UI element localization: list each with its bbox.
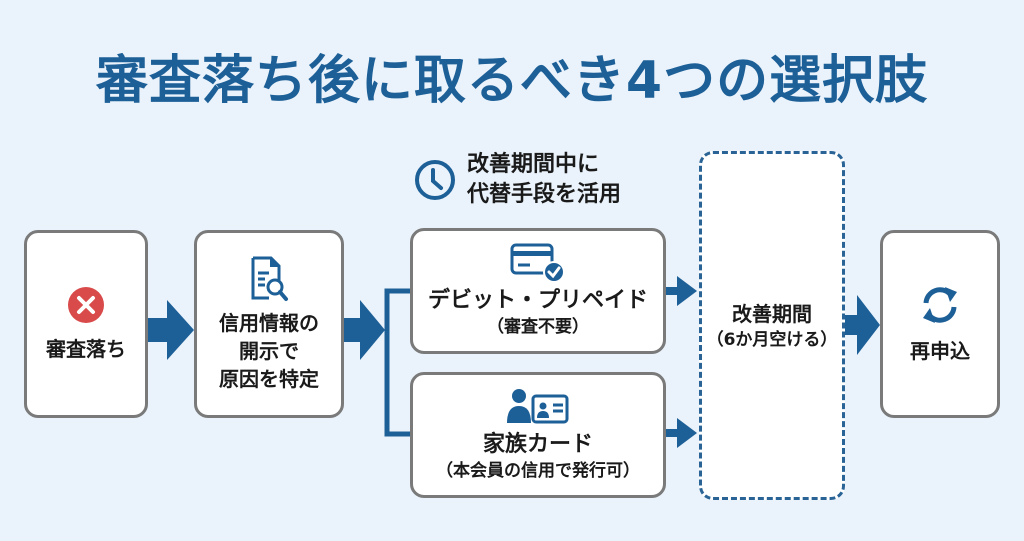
note-line-1: 改善期間中に bbox=[467, 152, 600, 177]
improvement-sub: （6か月空ける） bbox=[706, 329, 838, 350]
option-family-sub: （本会員の信用で発行可） bbox=[436, 461, 640, 481]
step-disclosure: 信用情報の 開示で 原因を特定 bbox=[194, 230, 344, 418]
improvement-note: 改善期間中に 代替手段を活用 bbox=[413, 150, 621, 210]
option-debit-prepaid: デビット・プリペイド （審査不要） bbox=[410, 228, 666, 354]
improvement-label: 改善期間 bbox=[732, 301, 812, 326]
page-title: 審査落ち後に取るべき4つの選択肢 bbox=[95, 51, 929, 111]
refresh-icon bbox=[923, 287, 957, 323]
branch-bracket bbox=[384, 288, 411, 437]
step-improvement-period: 改善期間 （6か月空ける） bbox=[699, 151, 845, 500]
step-disclosure-line-3: 原因を特定 bbox=[219, 367, 319, 391]
arrow-rejected-to-disclosure bbox=[148, 300, 194, 360]
arrow-disclosure-to-branch bbox=[344, 300, 385, 360]
clock-icon bbox=[415, 160, 455, 200]
step-reapply: 再申込 bbox=[880, 230, 1000, 418]
step-reapply-label: 再申込 bbox=[910, 339, 970, 363]
arrow-family-to-improvement bbox=[666, 418, 697, 448]
document-search-icon bbox=[251, 256, 288, 301]
step-disclosure-line-1: 信用情報の bbox=[219, 311, 319, 335]
option-family-card: 家族カード （本会員の信用で発行可） bbox=[410, 372, 666, 498]
card-check-icon bbox=[510, 243, 565, 283]
arrow-debit-to-improvement bbox=[666, 276, 697, 306]
x-circle-icon bbox=[68, 287, 104, 323]
arrow-improvement-to-reapply bbox=[845, 295, 880, 355]
step-disclosure-line-2: 開示で bbox=[239, 339, 299, 363]
step-rejected-label: 審査落ち bbox=[46, 337, 126, 361]
note-line-2: 代替手段を活用 bbox=[467, 182, 622, 207]
option-debit-sub: （審査不要） bbox=[487, 317, 589, 337]
step-rejected: 審査落ち bbox=[24, 230, 148, 418]
option-family-label: 家族カード bbox=[482, 432, 593, 457]
option-debit-label: デビット・プリペイド bbox=[427, 288, 648, 313]
person-id-card-icon bbox=[507, 389, 569, 424]
